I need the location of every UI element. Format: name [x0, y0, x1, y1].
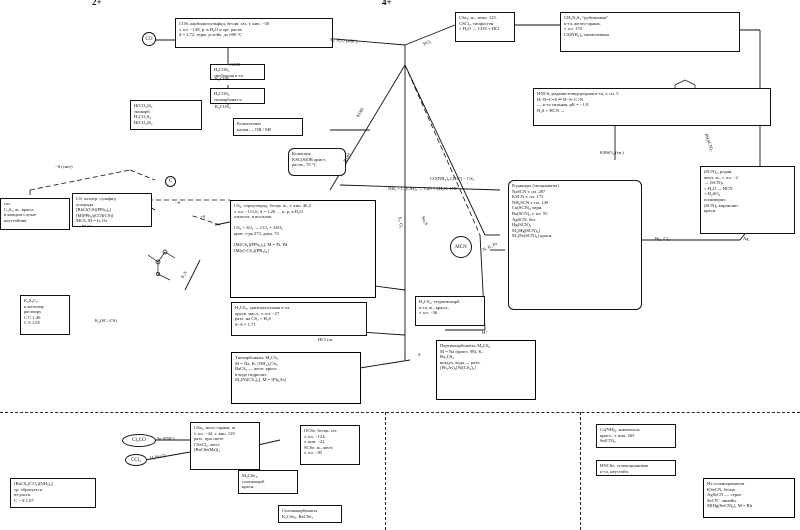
arrow-label-ag: Ag — [743, 236, 749, 241]
arrow-label-urea: CO(NH₂)₂ (210°) − CS₂ — [430, 176, 475, 181]
h2cos2-box: H₂COS₂ свободная к-та — [210, 64, 265, 80]
bottom-column-divider-2 — [580, 412, 581, 530]
trithiocarbonic-acid-box: H₂CS₃, тритиоугольная к-та, красн. масл.… — [231, 302, 367, 336]
hncse-box: HNCSe, селеноциановая к-та, неустойч. — [596, 460, 676, 476]
co-node: CO — [142, 32, 156, 46]
thiocarbonic-acid-box: H(CO₂)S₂ тиокарб. H₂CO₂S₂ H(CO₂)S₂ — [130, 100, 202, 130]
cse2-box: CSe₂, желт.-оранж. ж. т. пл. −44, т. кип… — [190, 422, 260, 470]
arrow-label-minus-s: −S — [175, 200, 181, 205]
cs-allotrope-box: CS, аллотр. сульфид углерода [RhCl(CS)(P… — [72, 193, 152, 227]
k2cos-label: K₂COS — [215, 76, 229, 81]
cos-box: COS, карбонилсульфид, бесцв. газ, т. кип… — [175, 18, 333, 48]
perthiocarbonates-box: Пертиокарбонаты, M₂CS₄ M = Na (крист. 98… — [436, 340, 536, 400]
k2cs-label: K₂(SC−CS) — [95, 318, 117, 323]
ccl4-node: CCl₄ — [125, 454, 147, 466]
rhodan-box: (SCN)₂, родан, желт. ж., т. пл. −2 → (SC… — [700, 166, 795, 234]
cs-nh-box: Cs(NH)₂, комплексы крист., т. кип. 265 S… — [596, 424, 676, 448]
tetrathiocarbonic-acid-box: H₂CS₄, тетратиокарб. к-та, ж., красн., т… — [415, 296, 485, 326]
selenocarbonates-box: Селенокарбонаты K₂CSe₃, BaCSe₃ — [278, 505, 342, 523]
header-column-right: 4+ — [382, 0, 392, 7]
hncs-box: HNCS, роданистоводородная к-та, т. пл. 5… — [533, 88, 771, 126]
barium-complex-box: [BaCS₂(CO₂)(NH₃)₄] тр. образуется из рас… — [10, 478, 96, 508]
header-column-left: 2+ — [92, 0, 102, 7]
arrow-label-khso4: KHSO₄ (тв.) — [600, 150, 624, 155]
selenocarbonate-acid-box: M₂CSe₃, селенокарб. красн. — [238, 470, 298, 494]
arrow-label-hplus: H⁺ — [482, 330, 488, 335]
arrow-label-koh-1: KOH — [230, 62, 240, 67]
carbon-node: C — [165, 176, 176, 187]
cl2co-node: Cl₂CO — [122, 434, 156, 447]
cs2-main-box: CS₂, сероуглерод, бесцв. ж., т. кип. 46,… — [230, 200, 376, 298]
xanthogenate-box: Ксантогенат калия — OR / SH — [233, 118, 303, 136]
arrow-label-s: S — [418, 352, 421, 357]
arrow-label-minus-s-light: −S (свет) — [55, 164, 73, 169]
k2cos2-label: K₂COS₂ — [215, 104, 231, 109]
thiocarbonates-box: Тиокарбонаты, M₂CS₃ M = Na, K; (NH₄)₂CS₃… — [231, 352, 361, 404]
gas-box: газ, C₃S₂, ж., красн. в каждом случае не… — [0, 198, 70, 230]
arrow-label-br2-cl2: Br₂, Cl₂ — [655, 236, 670, 241]
cse-box: CSe₂, ж., темп. 125. CSCl₂, тиофосген + … — [455, 12, 515, 42]
thiourea-box: CH₂N₂S₂ “рубеановая” к-та, желто-оранж. … — [560, 12, 740, 52]
section-divider — [0, 412, 800, 413]
h2cos2-thio-box: H₂COS₂ тиокарбонат к. — [210, 88, 265, 104]
arrow-label-plus-s: +S — [200, 214, 206, 219]
selenocyanates-box: Из селеноцианатов KSeCN, бесцв. AgSeCN —… — [703, 478, 795, 518]
mcn-node: MCN — [450, 236, 472, 258]
xanthates-box: Ксантаты KSC(S)OR крист. раств., 70 °C — [288, 148, 346, 176]
ocse-box: OCSe, бесцв. газ т. пл. −124, т. кип. −2… — [300, 425, 360, 465]
bottom-column-divider — [385, 412, 386, 530]
arrow-label-se-850: Se (850°) — [157, 436, 175, 441]
arrow-label-hcl: HCl газ — [318, 337, 333, 342]
rhodanides-box: Роданиды (тиоцианаты) NaSCN т. пл. 287 K… — [508, 180, 642, 310]
arrow-label-nh3: NH₃ + C₂(OH)₂ → CaS + 2H₂O, 170° — [388, 186, 459, 191]
k2s2c2-box: K₂S₂C₂ к желтому раствору C C 1,46 C S 1… — [20, 295, 70, 335]
